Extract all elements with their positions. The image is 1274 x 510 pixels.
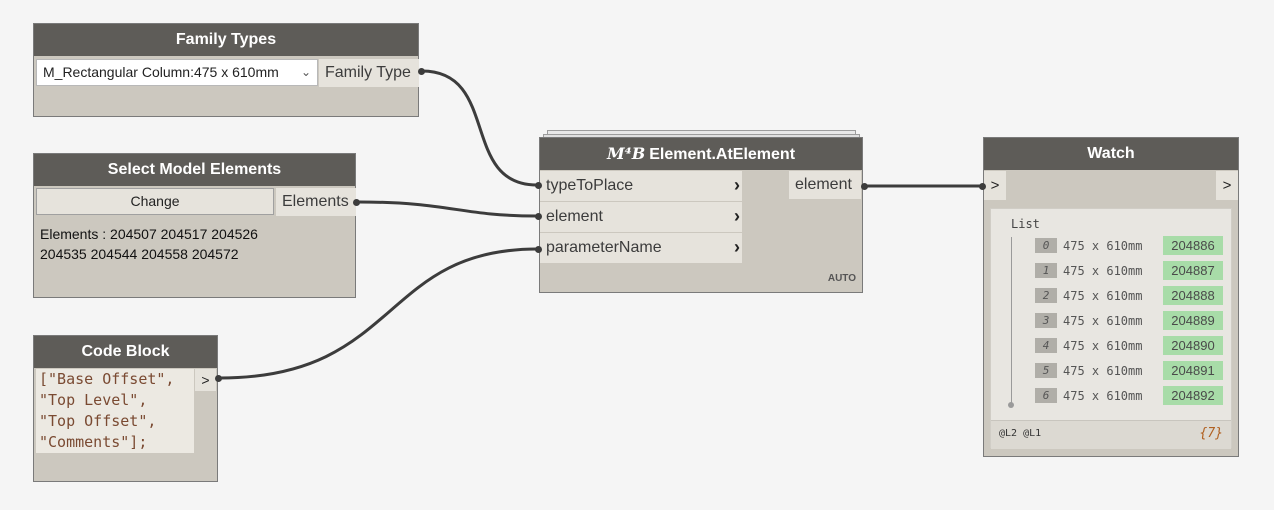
watch-title: Watch	[984, 138, 1238, 170]
watch-footer: @L2 @L1 {7}	[991, 420, 1231, 449]
wire-elements-to-element	[358, 200, 538, 218]
element-output-port[interactable]: element	[789, 171, 861, 199]
list-label: List	[1011, 217, 1040, 231]
chevron-right-icon: ›	[734, 237, 740, 257]
port-connector-dot	[215, 375, 222, 382]
element-id-badge[interactable]: 204892	[1163, 386, 1223, 405]
stack-shadow	[543, 134, 860, 138]
chevron-right-icon: ›	[734, 206, 740, 226]
stack-shadow	[547, 130, 856, 134]
wire-code-block-to-parametername	[219, 247, 538, 380]
element-id-badge[interactable]: 204890	[1163, 336, 1223, 355]
element-id-badge[interactable]: 204889	[1163, 311, 1223, 330]
family-type-output-port[interactable]: Family Type	[319, 59, 419, 87]
element-id-badge[interactable]: 204886	[1163, 236, 1223, 255]
chevron-right-icon: ›	[734, 175, 740, 195]
port-connector-dot	[418, 68, 425, 75]
family-type-selected: M_Rectangular Column:475 x 610mm	[43, 64, 279, 80]
family-type-dropdown[interactable]: M_Rectangular Column:475 x 610mm ⌄	[36, 59, 318, 86]
select-model-elements-node[interactable]: Select Model Elements Change Elements El…	[33, 153, 356, 298]
chevron-down-icon: ⌄	[300, 65, 311, 79]
family-types-title: Family Types	[34, 24, 418, 56]
code-block-title: Code Block	[34, 336, 217, 368]
watch-input-port[interactable]: >	[984, 171, 1006, 200]
element-id-badge[interactable]: 204887	[1163, 261, 1223, 280]
lacing-label: AUTO	[827, 273, 856, 284]
port-connector-dot	[535, 182, 542, 189]
port-connector-dot	[353, 199, 360, 206]
port-connector-dot	[979, 183, 986, 190]
elements-output-port[interactable]: Elements	[276, 188, 356, 216]
element-id-badge[interactable]: 204888	[1163, 286, 1223, 305]
family-types-node[interactable]: Family Types M_Rectangular Column:475 x …	[33, 23, 419, 117]
watch-output-port[interactable]: >	[1216, 171, 1238, 200]
list-levels[interactable]: @L2 @L1	[999, 428, 1042, 439]
m4b-logo-icon: M⁴B	[606, 144, 646, 163]
port-connector-dot	[861, 183, 868, 190]
tree-line	[1011, 237, 1012, 405]
code-editor[interactable]: ["Base Offset", "Top Level", "Top Offset…	[36, 369, 194, 453]
typetoplace-input-port[interactable]: typeToPlace ›	[540, 171, 742, 201]
code-block-node[interactable]: Code Block ["Base Offset", "Top Level", …	[33, 335, 218, 482]
item-count: {7}	[1199, 426, 1223, 441]
element-input-port[interactable]: element ›	[540, 202, 742, 232]
port-connector-dot	[535, 213, 542, 220]
element-id-badge[interactable]: 204891	[1163, 361, 1223, 380]
selected-elements-text: Elements : 204507 204517 204526 204535 2…	[40, 226, 258, 262]
change-button[interactable]: Change	[36, 188, 274, 215]
select-model-elements-title: Select Model Elements	[34, 154, 355, 186]
parametername-input-port[interactable]: parameterName ›	[540, 233, 742, 263]
watch-preview-panel: List 0 475 x 610mm 204886 1 475 x 610mm …	[990, 208, 1232, 449]
port-connector-dot	[535, 246, 542, 253]
code-block-output-port[interactable]: >	[195, 369, 216, 391]
watch-node[interactable]: Watch > > List 0 475 x 610mm 204886 1 47…	[983, 137, 1239, 457]
wire-family-type-to-typetoplace	[421, 69, 538, 187]
tree-end-icon	[1008, 402, 1014, 408]
